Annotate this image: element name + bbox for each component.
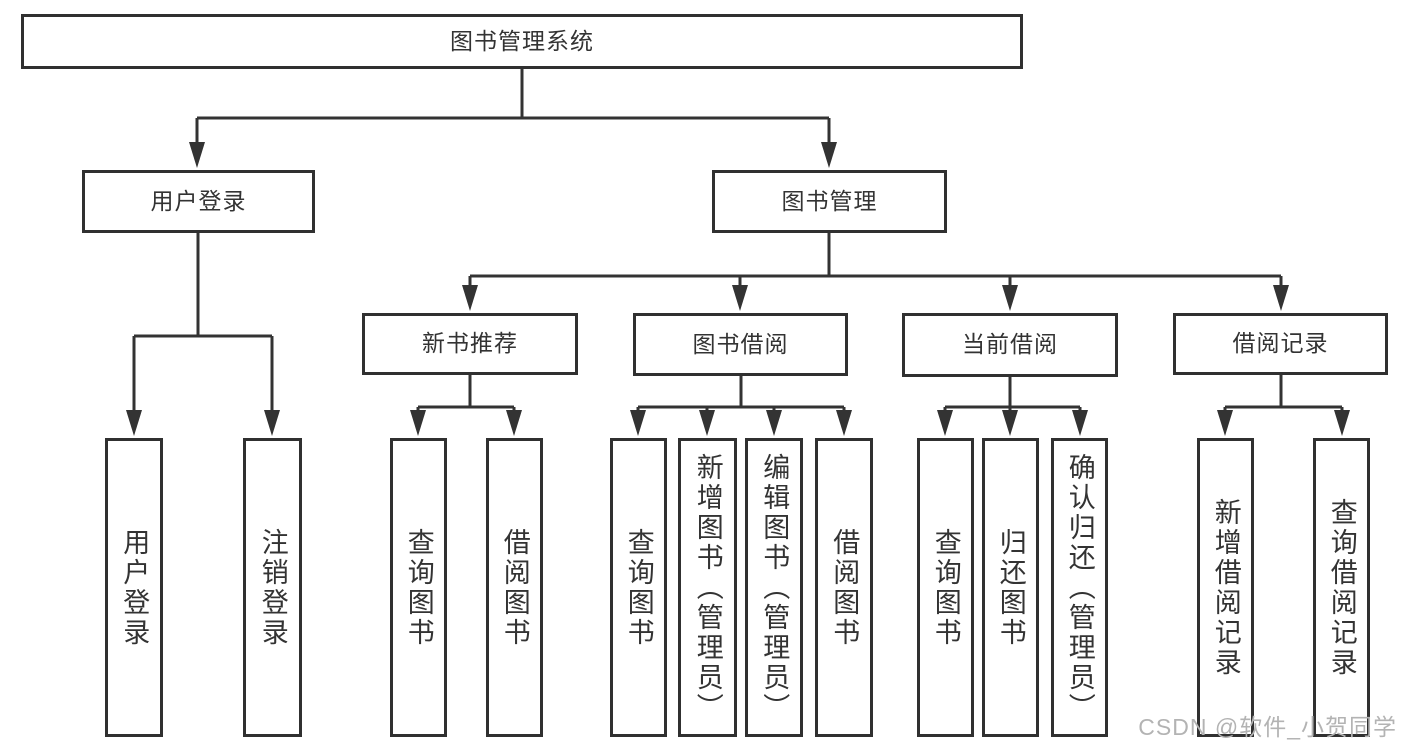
watermark: CSDN @软件_小贺同学 [1138, 714, 1397, 740]
node-new-book-recommend: 新书推荐 [362, 313, 578, 375]
node-br-query-record: 查询借阅记录 [1313, 438, 1370, 737]
node-bb-add-books: 新增图书（管理员） [678, 438, 737, 737]
node-book-management: 图书管理 [712, 170, 947, 233]
node-leaf-user-login: 用户登录 [105, 438, 163, 737]
node-cb-query-books: 查询图书 [917, 438, 974, 737]
node-rec-borrow-books: 借阅图书 [486, 438, 543, 737]
node-cb-confirm-return: 确认归还（管理员） [1051, 438, 1108, 737]
node-bb-borrow-books: 借阅图书 [815, 438, 873, 737]
node-borrow-records: 借阅记录 [1173, 313, 1388, 375]
node-root: 图书管理系统 [21, 14, 1023, 69]
node-bb-query-books: 查询图书 [610, 438, 667, 737]
node-current-borrow: 当前借阅 [902, 313, 1118, 377]
node-br-add-record: 新增借阅记录 [1197, 438, 1254, 737]
node-cb-return-books: 归还图书 [982, 438, 1039, 737]
node-user-login: 用户登录 [82, 170, 315, 233]
node-leaf-logout: 注销登录 [243, 438, 302, 737]
node-book-borrow: 图书借阅 [633, 313, 848, 376]
node-rec-query-books: 查询图书 [390, 438, 447, 737]
node-bb-edit-books: 编辑图书（管理员） [745, 438, 803, 737]
